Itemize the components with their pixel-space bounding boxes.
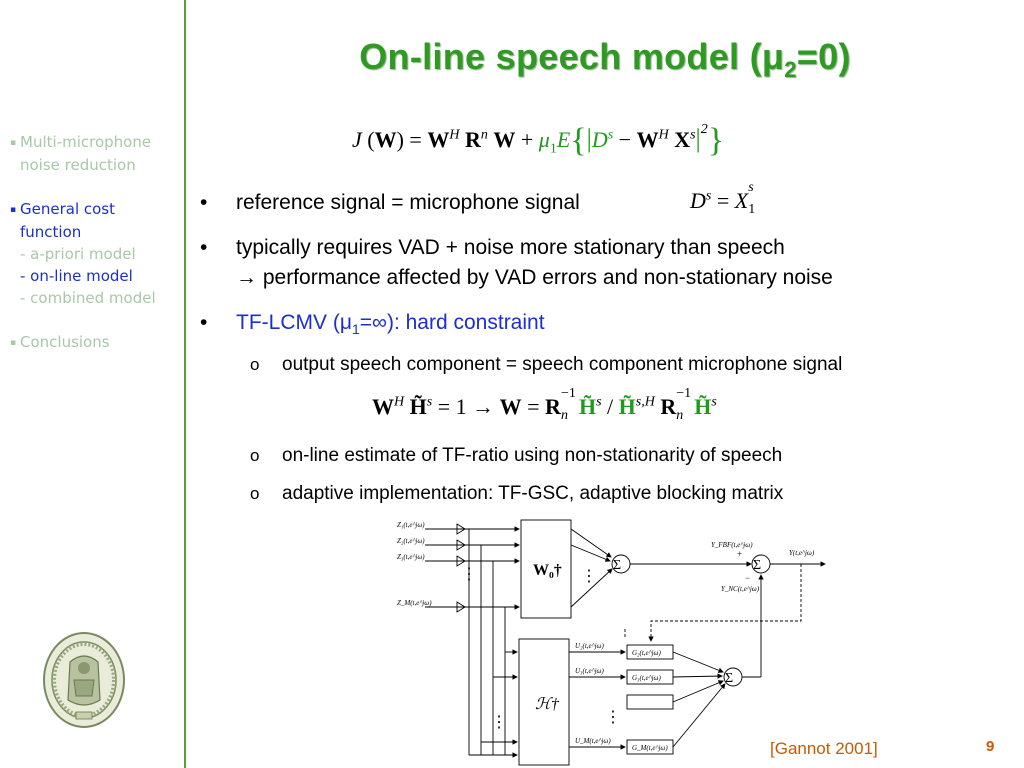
slide-title: On-line speech model (μ2=0) [186, 36, 1024, 83]
svg-text:⋮: ⋮ [491, 714, 507, 731]
nav-label: Conclusions [20, 333, 110, 351]
nav-sub-on-line[interactable]: - on-line model [20, 267, 133, 285]
svg-text:⋮: ⋮ [605, 709, 621, 726]
cost-function-equation: J (W) = WH Rn W + μ1E{|Ds − WH Xs|2} [352, 122, 725, 159]
subbullet-online-estimate: o on-line estimate of TF-ratio using non… [250, 443, 783, 469]
filter-label: G₂(t,e^jω) [632, 649, 661, 657]
input-label: Z₂(t,e^jω) [397, 537, 425, 545]
input-label: Z_M(t,e^jω) [397, 599, 432, 607]
bullet-reference-signal: • reference signal = microphone signal [200, 188, 580, 218]
nav-bullet: ▪ [10, 338, 17, 348]
nav-bullet: ▪ [10, 205, 17, 215]
u-label: U_M(t,e^jω) [575, 737, 611, 745]
tf-gsc-block-diagram: Σ Σ Σ + − ⋮ ⋮ ⋮ ⋮ Z₁(t,e^jω) Z₂(t,e^jω) … [385, 517, 837, 768]
bullet-pre: TF-LCMV ( [236, 311, 340, 334]
subbullet-adaptive: o adaptive implementation: TF-GSC, adapt… [250, 481, 784, 507]
bullet-dot: • [200, 236, 208, 259]
svg-text:−: − [745, 573, 750, 583]
svg-text:⋮: ⋮ [581, 568, 597, 585]
bullet-vad: • typically requires VAD + noise more st… [200, 233, 833, 293]
input-label: Z₃(t,e^jω) [397, 553, 425, 561]
bullet-text-line1: typically requires VAD + noise more stat… [236, 236, 785, 259]
output-label: Y(t,e^jω) [789, 549, 815, 557]
beamformer-label: W₀† [533, 562, 562, 579]
nav-sub-a-priori[interactable]: - a-priori model [20, 245, 136, 263]
title-sub: 2 [784, 57, 797, 83]
bullet-sub: 1 [351, 321, 360, 338]
svg-text:⋮: ⋮ [461, 566, 477, 583]
nav-item-conclusions[interactable]: ▪Conclusions [10, 331, 182, 354]
subbullet-marker: o [250, 484, 260, 503]
svg-text:Σ: Σ [613, 558, 621, 573]
svg-text:+: + [737, 549, 742, 559]
nav-label: noise reduction [20, 156, 136, 174]
filter-label: G₃(t,e^jω) [632, 674, 661, 682]
u-label: U₂(t,e^jω) [575, 642, 604, 650]
nav-label: General cost [20, 200, 116, 218]
subbullet-text: adaptive implementation: TF-GSC, adaptiv… [282, 483, 784, 504]
svg-text:Σ: Σ [725, 671, 733, 686]
citation: [Gannot 2001] [770, 739, 878, 758]
bullet-text: reference signal = microphone signal [236, 191, 580, 214]
subbullet-marker: o [250, 355, 260, 374]
title-main: On-line speech model ( [359, 36, 762, 77]
nav-sub-combined[interactable]: - combined model [20, 289, 156, 307]
bullet-tf-lcmv: • TF-LCMV (μ1=∞): hard constraint [200, 308, 545, 344]
input-label: Z₁(t,e^jω) [397, 521, 425, 529]
nav-label: Multi-microphone [20, 133, 152, 151]
title-rest: =0) [796, 36, 851, 77]
filter-label: G_M(t,e^jω) [632, 744, 668, 752]
nav-bullet: ▪ [10, 138, 17, 148]
subbullet-output-speech: o output speech component = speech compo… [250, 352, 843, 378]
bullet-dot: • [200, 311, 208, 334]
sidebar: ▪Multi-microphone noise reduction ▪Gener… [0, 0, 184, 768]
nav-item-general-cost[interactable]: ▪General cost function - a-priori model … [10, 198, 182, 309]
sidebar-divider [184, 0, 186, 768]
bullet-text-line2: → performance affected by VAD errors and… [236, 266, 833, 289]
subbullet-text: on-line estimate of TF-ratio using non-s… [282, 445, 783, 466]
nav-label: function [20, 223, 82, 241]
bullet-dot: • [200, 191, 208, 214]
nav-item-multi-microphone[interactable]: ▪Multi-microphone noise reduction [10, 131, 182, 176]
fbf-output-label: Y_FBF(t,e^jω) [711, 541, 753, 549]
blocking-matrix-label: ℋ† [535, 696, 560, 713]
bullet-post: =∞): hard constraint [359, 311, 545, 334]
nc-output-label: Y_NC(t,e^jω) [721, 585, 760, 593]
university-seal-logo [43, 632, 125, 728]
subbullet-marker: o [250, 446, 260, 465]
page-number: 9 [986, 738, 995, 755]
svg-text:Σ: Σ [753, 558, 761, 573]
subbullet-text: output speech component = speech compone… [282, 354, 843, 375]
bullet-mu: μ [339, 311, 352, 334]
title-mu: μ [761, 36, 785, 77]
u-label: U₃(t,e^jω) [575, 667, 604, 675]
